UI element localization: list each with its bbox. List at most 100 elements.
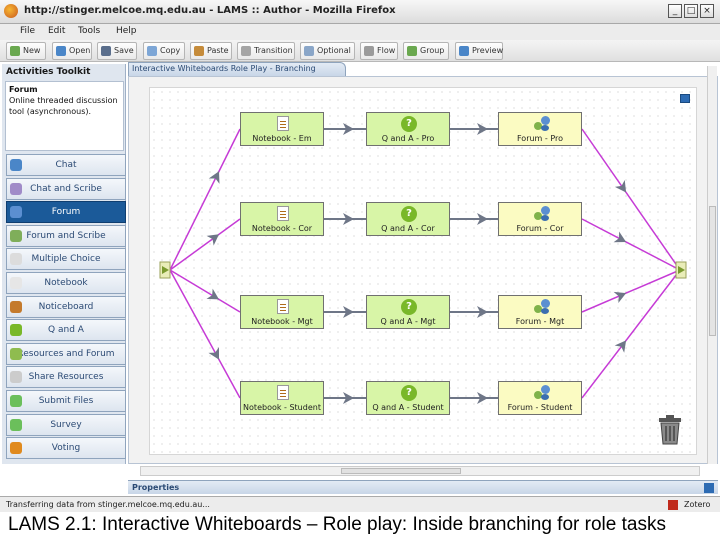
toolkit-item-q-and-a[interactable]: Q and A: [6, 319, 126, 342]
vertical-scroll-thumb[interactable]: [709, 206, 716, 336]
menu-file[interactable]: File: [20, 26, 36, 36]
activity-label: Forum - Cor: [516, 224, 564, 233]
paste-button[interactable]: Paste: [190, 42, 232, 60]
properties-label: Properties: [132, 483, 180, 492]
voting-icon: [10, 442, 22, 455]
properties-bar[interactable]: Properties: [128, 480, 718, 494]
toolbar: New Open Save Copy Paste Transition Optional Fl…: [0, 40, 720, 62]
notebook-activity[interactable]: Notebook - Mgt: [240, 295, 324, 329]
toolkit-item-label: Q and A: [48, 325, 84, 336]
new-button[interactable]: New: [6, 42, 46, 60]
toolkit-item-share-resources[interactable]: Share Resources: [6, 366, 126, 389]
forum-scribe-icon: [10, 229, 22, 242]
qa-activity[interactable]: ?Q and A - Cor: [366, 202, 450, 236]
close-button[interactable]: ×: [700, 4, 714, 18]
forum-icon: [10, 206, 22, 219]
toolkit-item-voting[interactable]: Voting: [6, 437, 126, 460]
toolkit-item-survey[interactable]: Survey: [6, 413, 126, 436]
toolkit-item-chat[interactable]: Chat: [6, 154, 126, 176]
design-tab[interactable]: [128, 62, 346, 76]
qa-activity[interactable]: ?Q and A - Student: [366, 381, 450, 415]
minimize-button[interactable]: _: [668, 4, 682, 18]
activity-label: Notebook - Mgt: [251, 317, 313, 326]
activity-label: Q and A - Student: [372, 403, 444, 412]
toolbar-button-label: Open: [69, 46, 91, 55]
window-title: http://stinger.melcoe.mq.edu.au - LAMS :…: [24, 5, 396, 16]
toolkit-item-forum-and-scribe[interactable]: Forum and Scribe: [6, 224, 126, 247]
toolkit-item-notebook[interactable]: Notebook: [6, 272, 126, 294]
forum-activity[interactable]: Forum - Cor: [498, 202, 582, 236]
chat-icon: [10, 159, 22, 171]
flow-icon: [364, 46, 374, 56]
design-tab-label: Interactive Whiteboards Role Play - Bran…: [132, 64, 316, 73]
toolkit-item-forum[interactable]: Forum: [6, 201, 126, 224]
activity-label: Q and A - Pro: [381, 134, 435, 143]
open-folder-icon: [56, 46, 66, 56]
question-icon: ?: [401, 116, 417, 132]
expand-properties-icon[interactable]: [704, 483, 714, 493]
status-right-text[interactable]: Zotero: [684, 500, 711, 509]
slide-caption: LAMS 2.1: Interactive Whiteboards – Role…: [8, 514, 666, 535]
paste-icon: [194, 46, 204, 56]
qa-icon: [10, 324, 22, 337]
zotero-icon[interactable]: [668, 500, 678, 510]
forum-activity[interactable]: Forum - Pro: [498, 112, 582, 146]
firefox-icon: [4, 4, 18, 18]
save-icon: [101, 46, 111, 56]
qa-activity[interactable]: ?Q and A - Mgt: [366, 295, 450, 329]
vertical-scrollbar[interactable]: [707, 66, 717, 464]
toolkit-item-resources-and-forum[interactable]: Resources and Forum: [6, 342, 126, 365]
notebook-icon: [10, 277, 22, 289]
toolkit-item-label: Submit Files: [38, 396, 94, 406]
activities-toolkit-panel: Activities Toolkit Forum Online threaded…: [2, 64, 126, 464]
flow-button[interactable]: Flow: [360, 42, 398, 60]
copy-icon: [147, 46, 157, 56]
toolkit-item-label: Forum and Scribe: [26, 230, 106, 241]
share-resources-icon: [10, 371, 22, 384]
canvas-minimize-icon[interactable]: [680, 94, 690, 103]
notebook-activity[interactable]: Notebook - Em: [240, 112, 324, 146]
design-tab-bar: Interactive Whiteboards Role Play - Bran…: [128, 62, 718, 76]
toolkit-item-chat-and-scribe[interactable]: Chat and Scribe: [6, 177, 126, 200]
menu-edit[interactable]: Edit: [48, 26, 66, 36]
open-button[interactable]: Open: [52, 42, 92, 60]
forum-people-icon: [533, 385, 551, 401]
toolkit-item-label: Voting: [51, 443, 81, 454]
toolkit-item-submit-files[interactable]: Submit Files: [6, 390, 126, 412]
forum-people-icon: [533, 116, 551, 132]
notebook-icon: [277, 206, 289, 221]
preview-button[interactable]: Preview: [455, 42, 503, 60]
forum-activity[interactable]: Forum - Student: [498, 381, 582, 415]
maximize-button[interactable]: □: [684, 4, 698, 18]
toolbar-button-label: Preview: [472, 46, 504, 55]
toolkit-item-multiple-choice[interactable]: Multiple Choice: [6, 248, 126, 271]
noticeboard-icon: [10, 300, 22, 313]
description-title: Forum: [9, 85, 38, 94]
activity-label: Notebook - Em: [252, 134, 312, 143]
survey-icon: [10, 418, 22, 431]
activity-label: Notebook - Student: [243, 403, 321, 412]
horizontal-scrollbar[interactable]: [140, 466, 700, 476]
forum-people-icon: [533, 206, 551, 222]
menu-help[interactable]: Help: [116, 26, 137, 36]
group-icon: [407, 46, 417, 56]
toolkit-item-label: Resources and Forum: [17, 348, 115, 359]
notebook-activity[interactable]: Notebook - Student: [240, 381, 324, 415]
activity-label: Q and A - Cor: [381, 224, 435, 233]
group-button[interactable]: Group: [403, 42, 449, 60]
activity-label: Notebook - Cor: [251, 224, 313, 233]
toolbar-button-label: Transition: [254, 46, 293, 55]
forum-activity[interactable]: Forum - Mgt: [498, 295, 582, 329]
optional-button[interactable]: Optional: [300, 42, 355, 60]
qa-activity[interactable]: ? Q and A - Pro: [366, 112, 450, 146]
transition-button[interactable]: Transition: [237, 42, 295, 60]
menu-tools[interactable]: Tools: [78, 26, 101, 36]
toolbar-button-label: Optional: [317, 46, 351, 55]
horizontal-scroll-thumb[interactable]: [341, 468, 461, 474]
submit-files-icon: [10, 395, 22, 407]
copy-button[interactable]: Copy: [143, 42, 185, 60]
notebook-activity[interactable]: Notebook - Cor: [240, 202, 324, 236]
save-button[interactable]: Save: [97, 42, 137, 60]
trash-icon[interactable]: [656, 415, 684, 445]
toolkit-item-noticeboard[interactable]: Noticeboard: [6, 295, 126, 318]
